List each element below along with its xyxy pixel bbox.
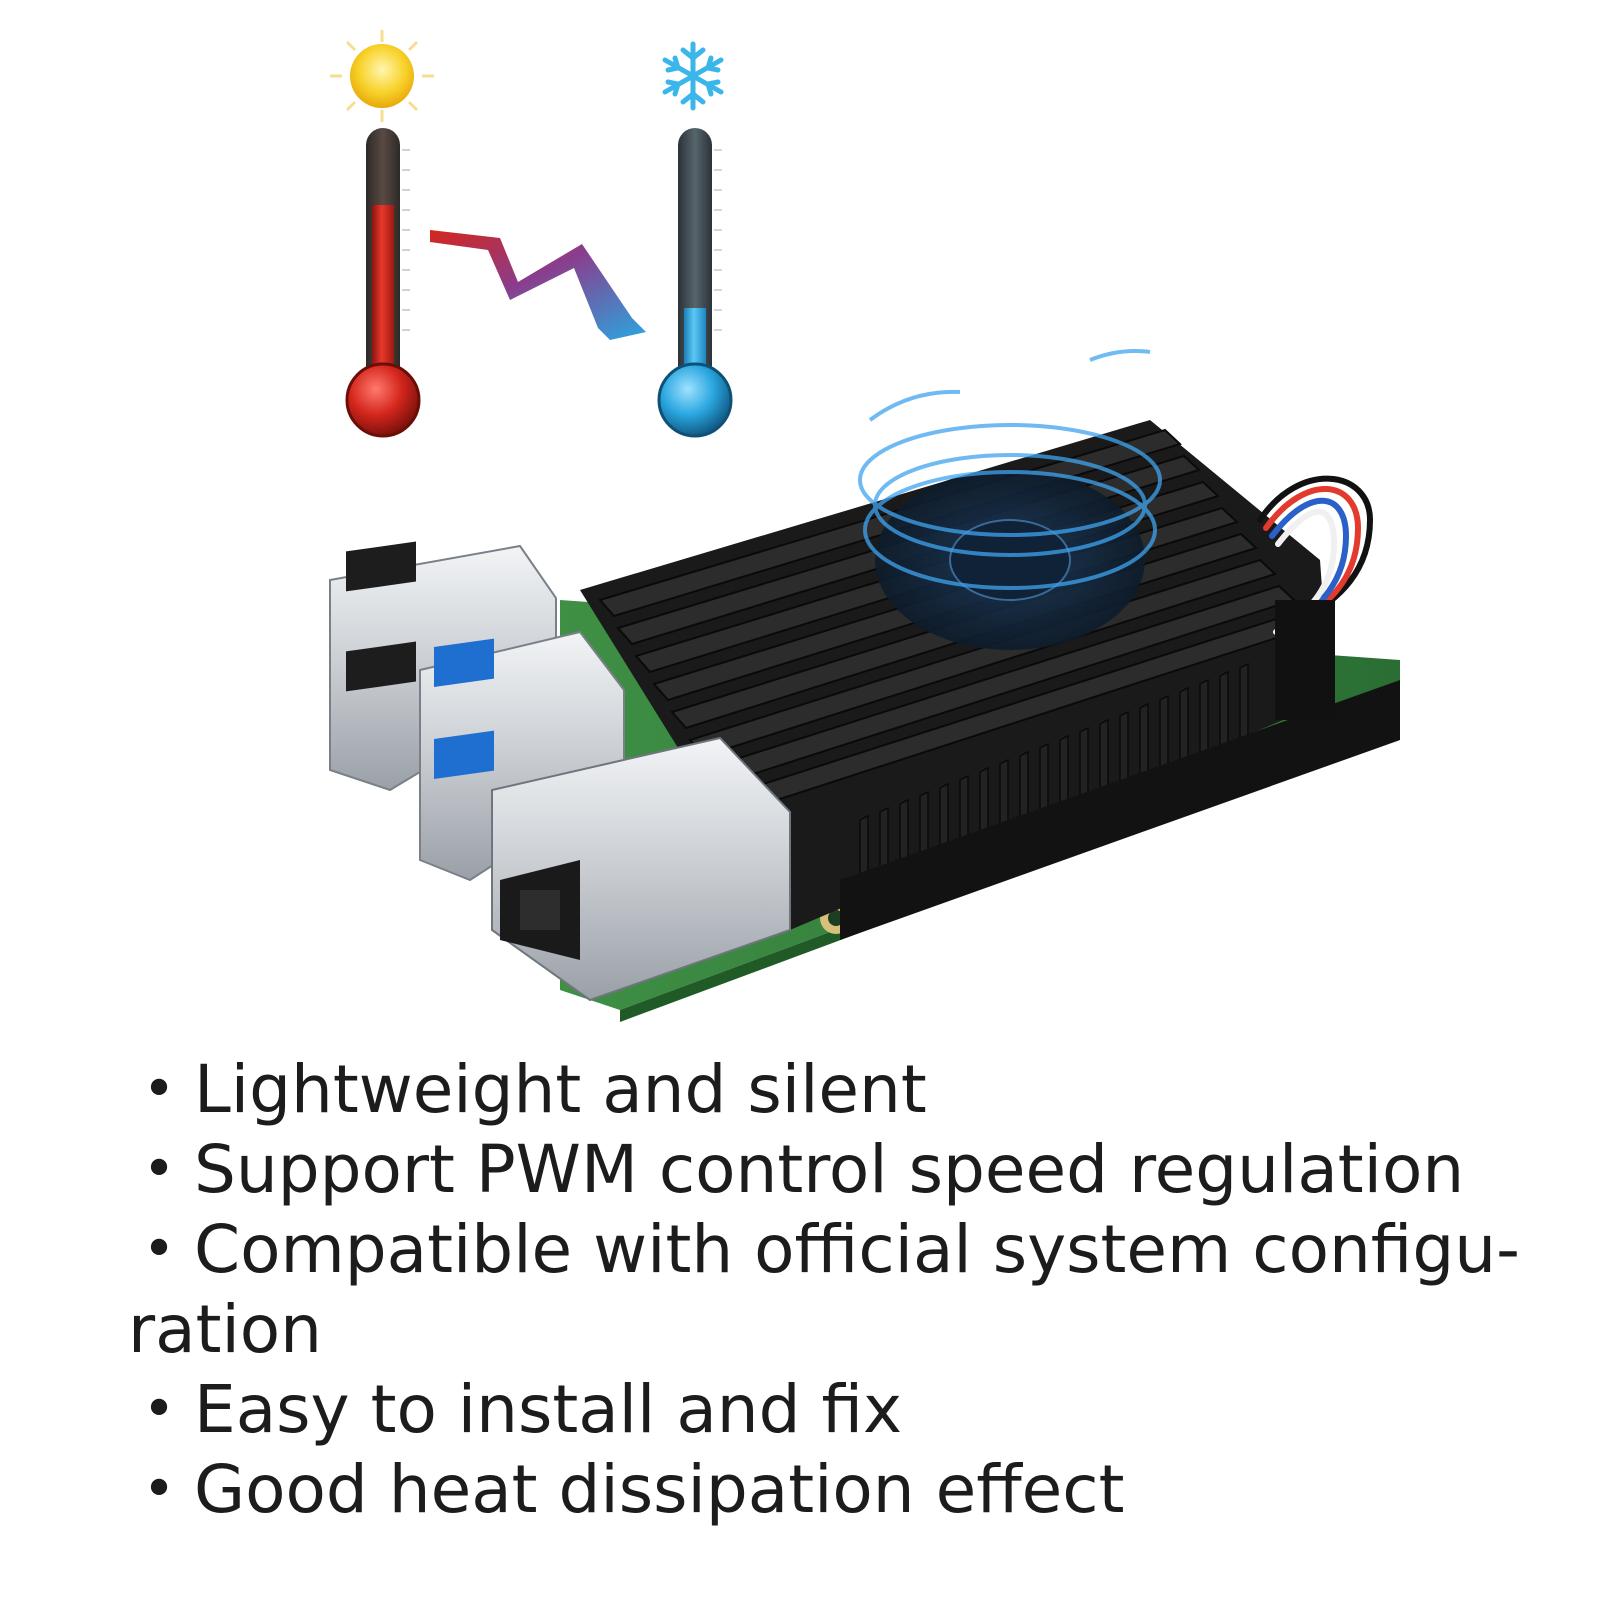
feature-text: Good heat dissipation effect (194, 1451, 1125, 1528)
feature-item: • Lightweight and silent (128, 1050, 1568, 1130)
product-illustration (329, 30, 1400, 1022)
ethernet-port (491, 736, 791, 1002)
lightning-arrow-icon (430, 230, 646, 340)
raspberry-pi-board (329, 349, 1400, 1022)
feature-text: Support PWM control speed regulation (194, 1131, 1465, 1208)
feature-list: • Lightweight and silent • Support PWM con… (128, 1050, 1568, 1530)
feature-item: • Good heat dissipation effect (128, 1450, 1568, 1530)
feature-item: • Support PWM control speed regulation (128, 1130, 1568, 1210)
fan (858, 349, 1162, 650)
bullet: • (142, 1057, 176, 1122)
bullet: • (142, 1217, 176, 1282)
feature-text: Easy to install and fix (194, 1371, 903, 1448)
snowflake-icon (662, 41, 724, 111)
bullet: • (142, 1137, 176, 1202)
fan-cable (1257, 475, 1374, 720)
feature-item: • Easy to install and fix (128, 1370, 1568, 1450)
hot-thermometer-icon (345, 128, 421, 438)
feature-text: Compatible with official system configu-… (128, 1211, 1520, 1368)
sun-icon (330, 30, 434, 122)
bullet: • (142, 1377, 176, 1442)
bullet: • (142, 1457, 176, 1522)
feature-text: Lightweight and silent (194, 1051, 927, 1128)
cold-thermometer-icon (657, 128, 733, 438)
feature-item: •Compatible with official system configu… (128, 1210, 1568, 1370)
